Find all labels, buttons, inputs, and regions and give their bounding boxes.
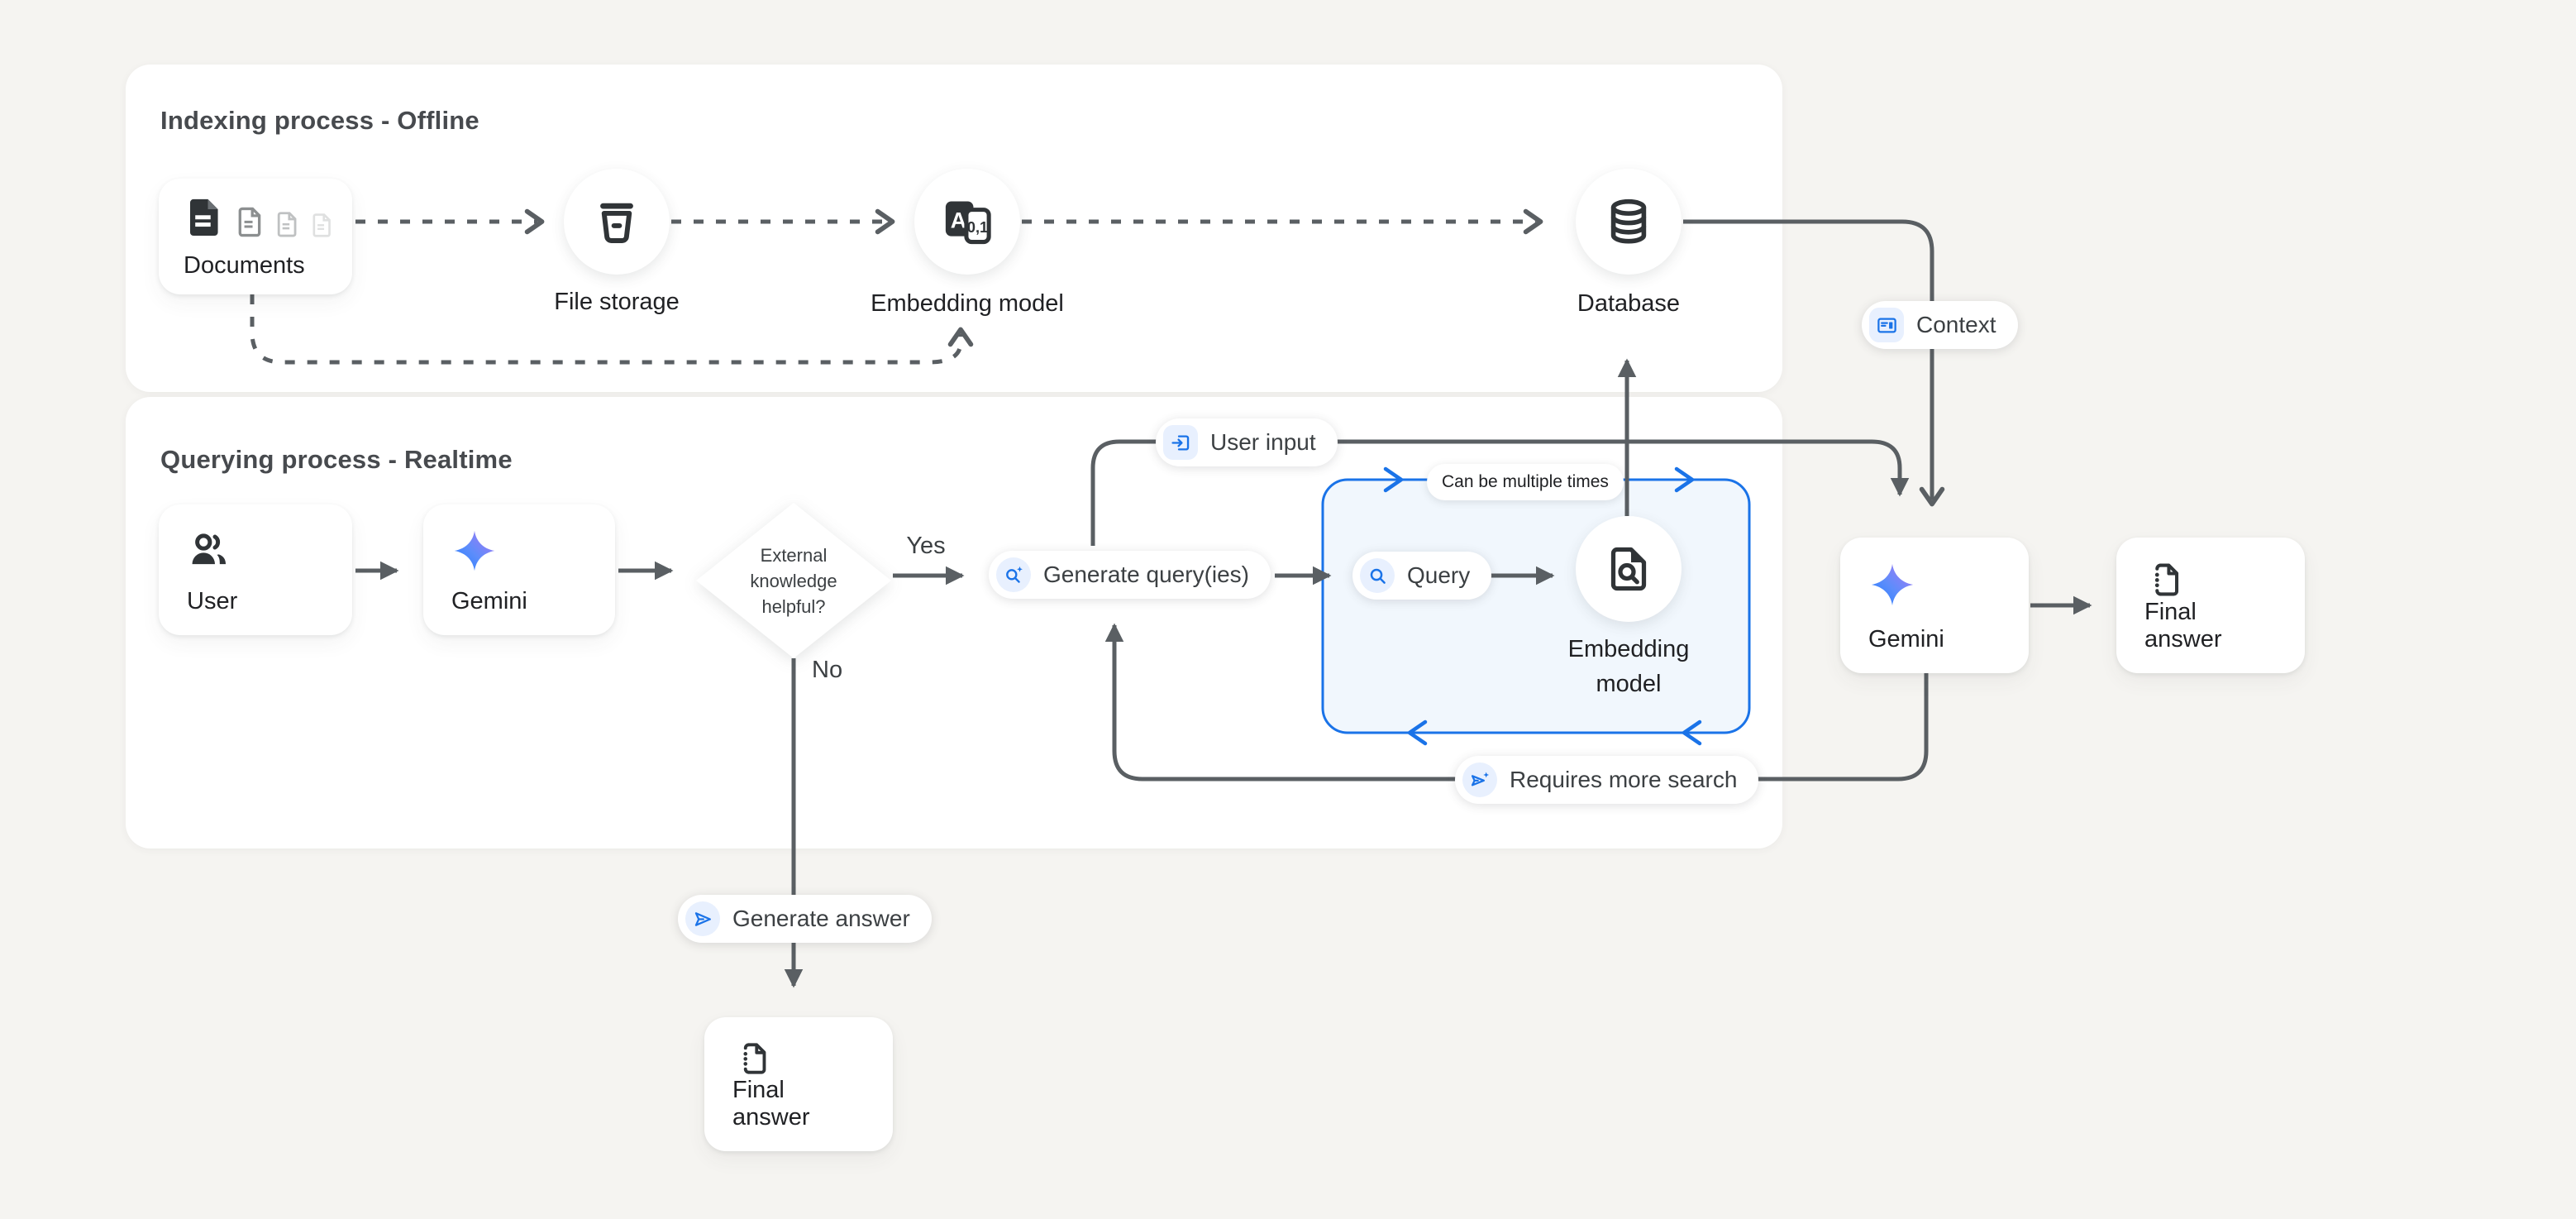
gemini-final-label: Gemini	[1868, 626, 1944, 653]
documents-icons	[184, 195, 336, 238]
query-embedding-model-node	[1576, 516, 1682, 622]
context-pill-label: Context	[1916, 312, 1996, 337]
generate-queries-icon-chip	[996, 557, 1031, 592]
query-icon-chip	[1360, 558, 1395, 593]
yes-label: Yes	[906, 533, 946, 559]
final-answer-doc-icon	[2154, 563, 2179, 596]
database-label: Database	[1577, 290, 1681, 317]
user-node: User	[159, 504, 352, 635]
documents-label: Documents	[184, 252, 305, 279]
bucket-icon	[600, 203, 633, 243]
requires-more-search-label: Requires more search	[1510, 767, 1738, 792]
query-embedding-model-label: Embedding model	[1505, 632, 1753, 701]
no-label: No	[812, 657, 843, 683]
svg-text:A: A	[951, 208, 966, 233]
embedding-model-node: A 0,1	[914, 169, 1020, 275]
send-icon	[694, 911, 711, 926]
generate-answer-pill-label: Generate answer	[732, 906, 910, 931]
final-answer-right-label: Final answer	[2144, 599, 2222, 653]
database-icon	[1610, 198, 1647, 244]
can-be-multiple-times-label: Can be multiple times	[1442, 472, 1609, 491]
user-input-pill: User input	[1156, 418, 1338, 466]
gemini-star-icon	[454, 530, 495, 571]
loop-arrow-bottom-left	[1407, 719, 1428, 746]
search-spark-icon	[1005, 566, 1023, 583]
embedding-model-label: Embedding model	[871, 290, 1064, 317]
query-embedding-label-line1: Embedding	[1567, 636, 1690, 662]
query-embedding-label-line2: model	[1596, 671, 1662, 697]
loop-arrow-top-right	[1674, 466, 1695, 493]
decision-text-line1: External	[760, 544, 828, 566]
decision-node: External knowledge helpful?	[696, 503, 891, 658]
user-input-pill-label: User input	[1210, 429, 1316, 455]
query-pill-label: Query	[1407, 562, 1471, 588]
gemini-final-node: Gemini	[1840, 538, 2029, 673]
querying-panel-title: Querying process - Realtime	[160, 445, 513, 474]
requires-more-search-pill: Requires more search	[1455, 756, 1759, 804]
database-node	[1576, 169, 1682, 275]
generate-queries-pill: Generate query(ies)	[989, 551, 1271, 599]
input-icon	[1171, 434, 1189, 451]
decision-text-line2: knowledge	[750, 570, 837, 591]
requires-more-search-icon-chip	[1462, 762, 1497, 797]
user-input-icon-chip	[1163, 425, 1198, 460]
generate-answer-pill: Generate answer	[678, 895, 932, 943]
final-answer-right-node: Final answer	[2116, 538, 2305, 673]
edge-documents-embedding-loop	[250, 294, 974, 365]
document-icon	[312, 213, 332, 237]
final-answer-bottom-node: Final answer	[704, 1017, 893, 1151]
gemini-node: Gemini	[423, 504, 615, 635]
users-icon	[192, 533, 227, 565]
document-icon	[238, 207, 260, 237]
document-search-icon	[1610, 547, 1647, 591]
context-icon	[1877, 318, 1896, 332]
indexing-panel-title: Indexing process - Offline	[160, 106, 479, 135]
user-label: User	[187, 588, 238, 614]
final-answer-bottom-label: Final answer	[732, 1077, 810, 1131]
generate-queries-pill-label: Generate query(ies)	[1043, 562, 1250, 587]
text-to-numbers-icon: A 0,1	[945, 201, 991, 245]
svg-text:0,1: 0,1	[967, 219, 988, 236]
document-icon	[278, 212, 297, 237]
documents-node: Documents	[159, 179, 352, 294]
file-storage-label: File storage	[554, 289, 680, 315]
document-icon	[189, 198, 218, 237]
context-pill: Context	[1862, 301, 2018, 349]
file-storage-node	[564, 169, 670, 275]
edge-userinput-gemini	[1090, 439, 1910, 546]
can-be-multiple-times-pill: Can be multiple times	[1427, 464, 1624, 500]
decision-text-line3: helpful?	[761, 595, 826, 617]
gemini-star-icon	[1871, 563, 1914, 606]
final-answer-doc-icon	[743, 1043, 766, 1074]
send-spark-icon	[1471, 772, 1489, 786]
gemini-label: Gemini	[451, 588, 527, 614]
edge-database-context-gemini	[1683, 219, 1945, 507]
loop-arrow-bottom-right	[1682, 719, 1702, 746]
search-icon	[1370, 568, 1386, 584]
query-pill: Query	[1352, 552, 1492, 600]
context-icon-chip	[1869, 308, 1904, 342]
generate-answer-icon-chip	[685, 901, 720, 936]
loop-arrow-top-left	[1383, 466, 1404, 493]
